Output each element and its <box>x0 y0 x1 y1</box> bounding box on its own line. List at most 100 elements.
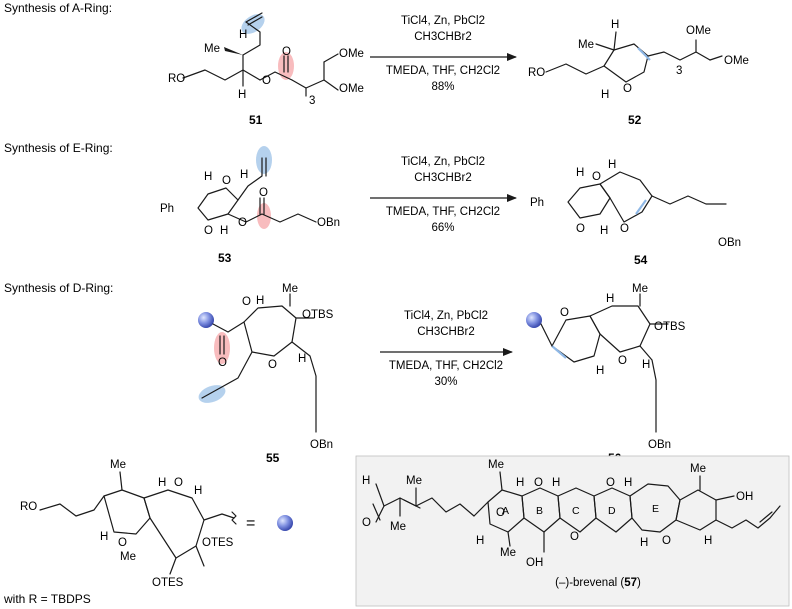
compound-54: Ph H O O H H O OBn 54 <box>530 159 741 267</box>
label-h: H <box>601 89 609 101</box>
label-h: H <box>704 535 712 547</box>
label-o: O <box>204 225 213 237</box>
ring-label-e: E <box>652 503 659 515</box>
compound-53: Ph H O O H H O O OBn 53 <box>160 146 340 265</box>
ring-label-b: B <box>536 505 543 517</box>
label-o: O <box>534 477 543 489</box>
label-h: H <box>576 167 584 179</box>
label-h: H <box>298 353 306 365</box>
label-h: H <box>640 537 648 549</box>
label-h: H <box>516 477 524 489</box>
label-h: H <box>552 477 560 489</box>
compound-55: O O H Me OTBS O H OBn 55 <box>198 283 334 465</box>
brevenal-panel <box>355 455 790 607</box>
blue-sphere-icon <box>198 312 214 328</box>
label-ph: Ph <box>530 197 544 209</box>
label-h: H <box>611 19 619 31</box>
label-me: Me <box>578 39 594 51</box>
label-me: Me <box>488 459 504 471</box>
solvents: TMEDA, THF, CH2Cl2 <box>386 206 500 218</box>
blue-sphere-icon <box>277 515 293 531</box>
label-o: O <box>570 531 579 543</box>
label-o: O <box>606 477 615 489</box>
label-ro: RO <box>20 501 37 513</box>
label-me: Me <box>120 551 136 563</box>
label-o: O <box>259 187 268 199</box>
reaction-arrow-2: TiCl4, Zn, PbCl2 CH3CHBr2 TMEDA, THF, CH… <box>370 156 517 234</box>
label-o: O <box>268 359 277 371</box>
label-h: H <box>596 365 604 377</box>
label-o: O <box>222 175 231 187</box>
label-h: H <box>624 477 632 489</box>
reaction-arrow-3: TiCl4, Zn, PbCl2 CH3CHBr2 TMEDA, THF, CH… <box>380 310 513 388</box>
label-ome: OMe <box>339 83 364 95</box>
label-otbs: OTBS <box>654 321 686 333</box>
label-ome: OMe <box>686 25 711 37</box>
label-h: H <box>204 171 212 183</box>
label-oh: OH <box>736 491 753 503</box>
label-o: O <box>282 46 291 58</box>
label-otes: OTES <box>202 537 234 549</box>
compound-number-55: 55 <box>266 451 280 465</box>
label-h: H <box>158 477 166 489</box>
label-me: Me <box>632 283 648 295</box>
compound-52: RO Me H H O 3 OMe OMe 52 <box>528 19 749 127</box>
reagents-line-2: CH3CHBr2 <box>417 326 475 338</box>
footnote: with R = TBDPS <box>3 592 91 606</box>
label-o: O <box>576 223 585 235</box>
label-ph: Ph <box>160 203 174 215</box>
yield: 88% <box>431 81 454 93</box>
label-o: O <box>218 357 227 369</box>
equals-sign: = <box>246 515 255 532</box>
label-otes: OTES <box>152 577 184 589</box>
ring-label-c: C <box>572 505 580 517</box>
reaction-arrow-1: TiCl4, Zn, PbCl2 CH3CHBr2 TMEDA, THF, CH… <box>370 15 517 93</box>
label-me: Me <box>500 547 516 559</box>
label-subscript-3: 3 <box>309 95 315 107</box>
label-obn: OBn <box>718 237 741 249</box>
label-h: H <box>194 485 202 497</box>
label-me: Me <box>690 463 706 475</box>
label-o: O <box>560 307 569 319</box>
label-h: H <box>362 475 370 487</box>
label-h: H <box>606 293 614 305</box>
label-o: O <box>623 83 632 95</box>
label-obn: OBn <box>310 439 333 451</box>
reagents-line-1: TiCl4, Zn, PbCl2 <box>401 15 485 27</box>
ring-label-a: A <box>502 505 509 517</box>
label-subscript-3: 3 <box>676 65 682 77</box>
label-h: H <box>239 29 247 41</box>
label-h: H <box>220 225 228 237</box>
brevenal-structure: H O Me Me Me O O O O O A B C D E H H H H… <box>362 459 781 589</box>
section-title-a-ring: Synthesis of A-Ring: <box>4 1 112 15</box>
label-ro: RO <box>168 73 185 85</box>
label-h: H <box>256 295 264 307</box>
label-otbs: OTBS <box>302 309 334 321</box>
section-title-d-ring: Synthesis of D-Ring: <box>4 281 113 295</box>
compound-number-51: 51 <box>249 113 263 127</box>
label-ome: OMe <box>339 48 364 60</box>
label-me: Me <box>110 459 126 471</box>
label-o: O <box>620 223 629 235</box>
reagents-line-2: CH3CHBr2 <box>414 31 472 43</box>
brevenal-caption: (–)-brevenal (57) <box>555 577 641 589</box>
label-o: O <box>242 296 251 308</box>
label-o: O <box>262 75 271 87</box>
compound-number-53: 53 <box>218 251 232 265</box>
label-me: Me <box>282 283 298 295</box>
ring-label-d: D <box>608 505 616 517</box>
label-o: O <box>238 217 247 229</box>
label-o: O <box>592 171 601 183</box>
label-oh: OH <box>526 557 543 569</box>
label-h: H <box>100 531 108 543</box>
solvents: TMEDA, THF, CH2Cl2 <box>386 65 500 77</box>
label-o: O <box>362 517 371 529</box>
blue-sphere-icon <box>526 312 542 328</box>
label-me: Me <box>390 521 406 533</box>
label-o: O <box>174 477 183 489</box>
compound-56: O H Me OTBS H O H OBn 56 <box>526 283 686 465</box>
reagents-line-1: TiCl4, Zn, PbCl2 <box>401 156 485 168</box>
compound-51: RO Me H H O O 3 OMe OMe 51 <box>168 12 364 127</box>
solvents: TMEDA, THF, CH2Cl2 <box>389 360 503 372</box>
